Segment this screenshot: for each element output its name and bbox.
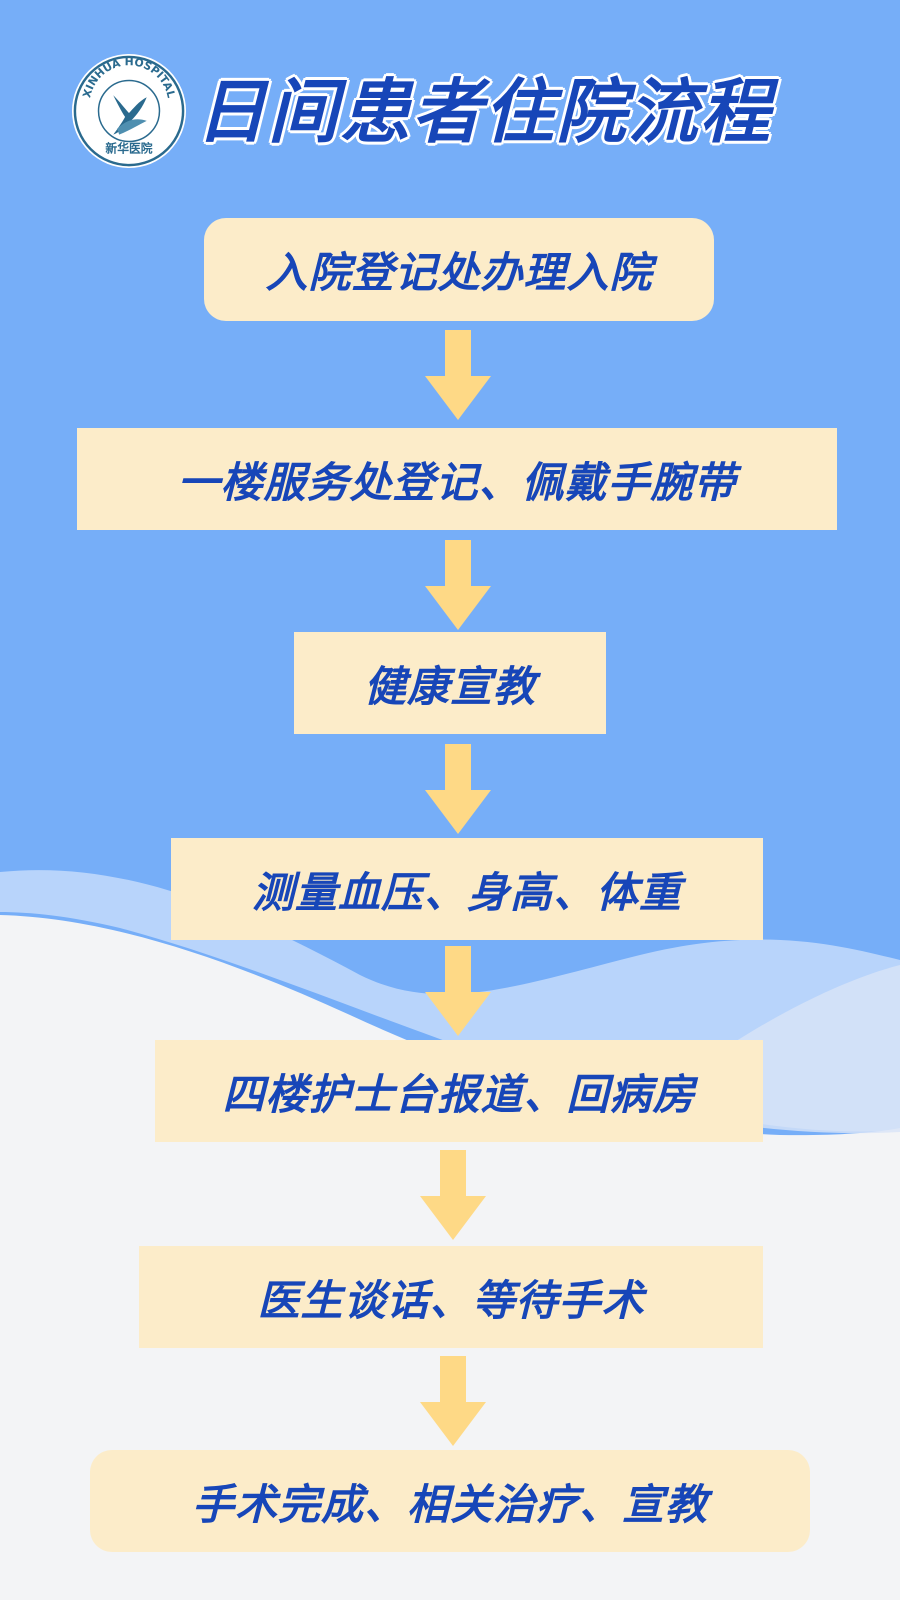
step-4: 测量血压、身高、体重: [171, 838, 763, 940]
step-5-label: 四楼护士台报道、回病房: [222, 1069, 696, 1119]
step-2-label: 一楼服务处登记、佩戴手腕带: [177, 457, 737, 507]
step-1-label: 入院登记处办理入院: [265, 248, 653, 297]
arrow-down-icon: [425, 540, 491, 630]
arrow-down-icon: [425, 744, 491, 834]
background-right-wave: [730, 965, 900, 1134]
step-3-label: 健康宣教: [363, 661, 536, 711]
arrow-down-icon: [420, 1150, 486, 1240]
page-title: 日间患者住院流程: [196, 71, 772, 153]
hospital-logo: XINHUA HOSPITAL 新华医院: [71, 53, 187, 169]
arrow-down-icon: [425, 946, 491, 1036]
step-5: 四楼护士台报道、回病房: [155, 1040, 763, 1142]
step-2: 一楼服务处登记、佩戴手腕带: [77, 428, 837, 530]
step-7: 手术完成、相关治疗、宣教: [90, 1450, 810, 1552]
arrow-down-icon: [425, 330, 491, 420]
step-6: 医生谈话、等待手术: [139, 1246, 763, 1348]
arrow-down-icon: [420, 1356, 486, 1446]
step-6-label: 医生谈话、等待手术: [257, 1275, 645, 1325]
step-4-label: 测量血压、身高、体重: [251, 867, 682, 917]
step-1: 入院登记处办理入院: [204, 218, 714, 321]
step-7-label: 手术完成、相关治疗、宣教: [191, 1479, 708, 1529]
logo-text-cn: 新华医院: [105, 141, 152, 155]
step-3: 健康宣教: [294, 632, 606, 734]
